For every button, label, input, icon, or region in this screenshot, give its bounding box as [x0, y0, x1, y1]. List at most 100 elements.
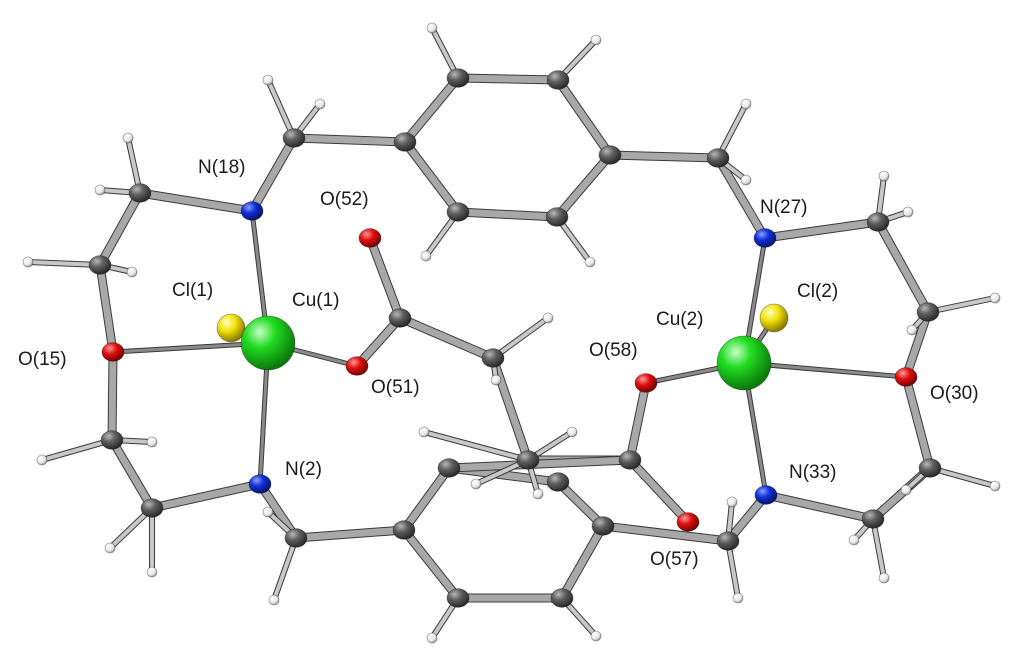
atom-cu1	[240, 315, 296, 371]
bond-c_b3-n27	[714, 154, 769, 242]
atom-o57	[676, 512, 700, 532]
atom-c_b2	[284, 528, 308, 548]
atom-h26	[848, 534, 860, 546]
bond-c_a3-h5	[40, 438, 114, 462]
atom-c_s4	[591, 516, 615, 536]
label-cu1: Cu(1)	[292, 290, 340, 311]
label-o52: O(52)	[320, 189, 369, 210]
label-n2: N(2)	[285, 459, 322, 480]
atom-h11	[262, 506, 274, 518]
atom-c_a4	[140, 498, 164, 518]
bond-c_x1-o52	[366, 234, 404, 322]
bond-c_b2-c_s1	[292, 526, 408, 542]
bond-o30-c_d3	[902, 373, 934, 472]
atom-h7	[104, 542, 116, 554]
bond-c_b1-c_r1	[290, 134, 409, 146]
bond-cu2-o30	[742, 361, 908, 379]
label-o15: O(15)	[18, 349, 67, 370]
atom-h2	[94, 184, 106, 196]
atom-cl2	[759, 303, 789, 333]
bond-o51-c_x1	[353, 314, 404, 370]
atom-h36	[732, 592, 744, 604]
atom-h8	[146, 566, 158, 578]
bond-c_d4-h25	[871, 517, 886, 580]
bond-c_b4-c_s4	[599, 522, 732, 545]
label-o58: O(58)	[589, 340, 638, 361]
bond-c_d3-h23	[928, 466, 997, 488]
atom-h19	[878, 170, 890, 182]
atom-c_r2	[446, 68, 470, 88]
bond-c_d4-n33	[762, 491, 877, 523]
bond-c_b3-h17	[716, 102, 748, 160]
bond-c_b4-h36	[726, 539, 740, 600]
atom-h21	[906, 324, 918, 336]
bond-n18-c_a1	[136, 189, 256, 215]
atom-h25	[878, 572, 890, 584]
label-n33: N(33)	[789, 462, 837, 483]
bond-c_x3-h29	[422, 430, 530, 462]
atom-c_s5	[550, 588, 574, 608]
atom-h13	[426, 22, 438, 34]
atom-h34	[590, 630, 602, 642]
atom-h30	[566, 426, 578, 438]
bond-c_s6-c_s1	[400, 526, 462, 602]
bond-c_d2-h22	[926, 296, 997, 314]
atom-n33	[754, 485, 778, 505]
atom-h15	[584, 256, 596, 268]
bond-c_r4-c_r5	[553, 151, 614, 221]
bond-c_s4-c_s5	[558, 522, 607, 602]
label-o57: O(57)	[650, 549, 699, 570]
atom-c_a3	[100, 430, 124, 450]
atom-h12	[268, 594, 280, 606]
atom-c_r5	[545, 207, 569, 227]
atom-h29	[418, 426, 430, 438]
atom-h31	[532, 488, 544, 500]
atom-labels: N(18) O(52) N(27) Cl(1) Cu(1) Cl(2) Cu(2…	[18, 157, 979, 570]
atom-c_x2	[481, 348, 505, 368]
atom-c_d1	[866, 212, 890, 232]
atom-c_x4	[618, 450, 642, 470]
label-cl2: Cl(2)	[797, 281, 838, 302]
atom-c_r3	[546, 70, 570, 90]
atom-h35	[726, 496, 738, 508]
bond-c_b2-h12	[272, 536, 298, 602]
atom-h22	[989, 292, 1001, 304]
bond-c_r4-c_b3	[606, 151, 722, 162]
atom-h9	[262, 74, 274, 86]
atom-h27	[542, 312, 554, 324]
atom-n2	[248, 474, 272, 494]
bond-c_d1-c_d2	[874, 218, 932, 316]
bond-c_s2-c_x4	[445, 456, 634, 472]
atom-o15	[101, 342, 125, 362]
atom-h14	[590, 34, 602, 46]
label-n18: N(18)	[198, 157, 246, 178]
bond-c_a3-c_a4	[108, 436, 156, 512]
atom-o51	[345, 356, 369, 376]
atom-cl1	[216, 313, 246, 343]
label-cl1: Cl(1)	[172, 280, 213, 301]
bond-c_x4-o57	[626, 456, 692, 526]
label-n27: N(27)	[760, 197, 808, 218]
atom-h28	[490, 374, 502, 386]
atom-c_b4	[716, 531, 740, 551]
bond-c_s1-c_s2	[400, 464, 453, 534]
atom-h33	[426, 632, 438, 644]
atom-c_s3	[546, 472, 570, 492]
bond-c_x2-c_x3	[489, 354, 532, 464]
bond-c_a2-o15	[96, 261, 117, 356]
bond-c_r5-c_r6	[454, 208, 561, 221]
bond-c_a1-c_a2	[96, 189, 144, 269]
atom-h23	[989, 480, 1001, 492]
atom-h32	[470, 478, 482, 490]
atom-h16	[420, 250, 432, 262]
atom-c_b1	[282, 128, 306, 148]
bonds-layer	[25, 25, 998, 641]
atom-c_x1	[388, 308, 412, 328]
atom-n27	[753, 228, 777, 248]
atom-c_d2	[916, 302, 940, 322]
bond-c_r6-c_r1	[401, 138, 462, 216]
bond-c_b1-h9	[266, 78, 296, 140]
atom-o58	[634, 373, 658, 393]
atom-c_r4	[598, 145, 622, 165]
